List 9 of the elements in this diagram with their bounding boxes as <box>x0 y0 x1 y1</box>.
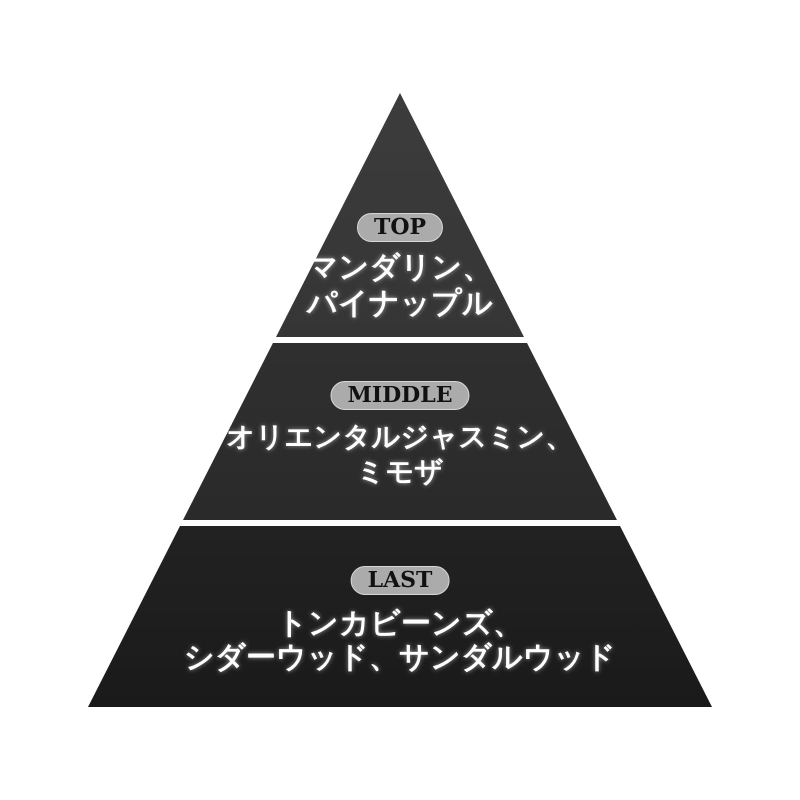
pyramid-tier <box>183 343 617 520</box>
tier-text: トンカビーンズ、シダーウッド、サンダルウッド <box>184 606 616 675</box>
tier-text: マンダリン、パイナップル <box>306 250 493 321</box>
tier-text: オリエンタルジャスミン、ミモザ <box>226 420 574 488</box>
pyramid-tier <box>276 93 524 337</box>
pyramid-tier <box>88 526 712 707</box>
tier-label: MIDDLE <box>330 381 470 410</box>
tier-label: TOP <box>356 213 444 242</box>
tier-label: LAST <box>350 566 450 595</box>
